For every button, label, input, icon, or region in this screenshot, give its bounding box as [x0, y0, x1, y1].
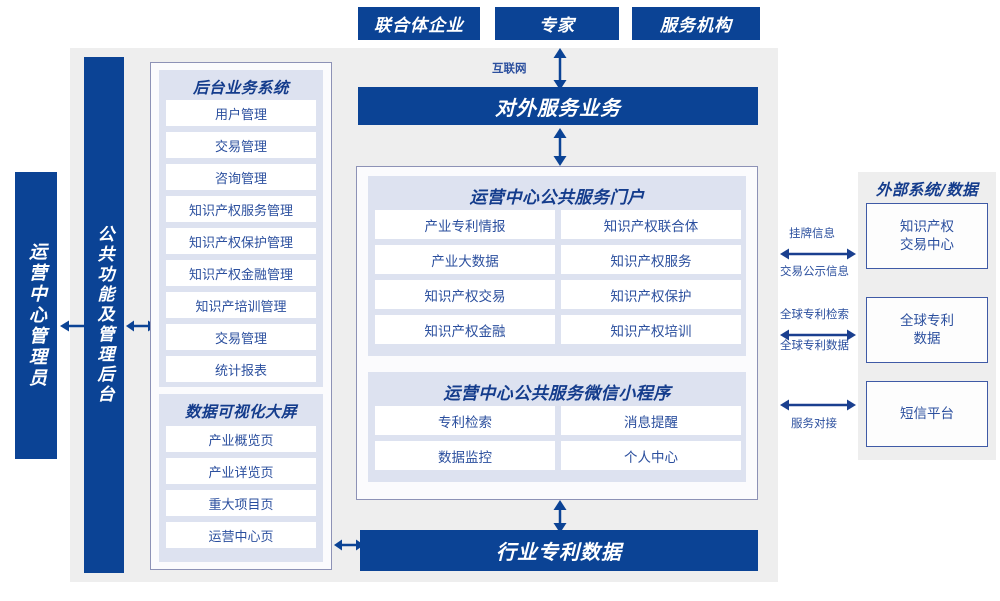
actor-box-service-org[interactable]: 服务机构 — [632, 7, 760, 40]
miniprogram-item-1[interactable]: 消息提醒 — [561, 406, 741, 435]
dataviz-item-2[interactable]: 重大项目页 — [166, 490, 316, 516]
miniprogram-group-title: 运营中心公共服务微信小程序 — [443, 384, 671, 404]
internet-arrow-icon — [553, 48, 567, 90]
backoffice-item-3[interactable]: 知识产权服务管理 — [166, 196, 316, 222]
external-box-ip-exchange-line1: 知识产权 — [900, 218, 954, 235]
backoffice-item-7[interactable]: 交易管理 — [166, 324, 316, 350]
external-systems-title: 外部系统/数据 — [875, 181, 979, 199]
backoffice-group-title: 后台业务系统 — [192, 79, 289, 97]
external-service-bar[interactable]: 对外服务业务 — [358, 87, 758, 125]
portal-item-7[interactable]: 知识产权培训 — [561, 315, 741, 344]
external-link-1-arrow-icon — [780, 329, 856, 341]
external-box-global-patent-data-line2: 数据 — [913, 331, 941, 347]
external-box-global-patent-data[interactable]: 全球专利 数据 — [866, 297, 988, 363]
external-box-sms-platform-line1: 短信平台 — [900, 405, 954, 422]
dataviz-item-3[interactable]: 运营中心页 — [166, 522, 316, 548]
backoffice-item-8[interactable]: 统计报表 — [166, 356, 316, 382]
external-link-0-below-label: 交易公示信息 — [780, 264, 849, 278]
external-link-2-below-label: 服务对接 — [791, 416, 837, 430]
actor-box-consortium[interactable]: 联合体企业 — [358, 7, 480, 40]
external-box-ip-exchange[interactable]: 知识产权 交易中心 — [866, 203, 988, 269]
portal-to-industry-data-arrow-icon — [553, 500, 567, 533]
external-link-2-arrow-icon — [780, 399, 856, 411]
miniprogram-item-0[interactable]: 专利检索 — [375, 406, 555, 435]
miniprogram-item-2[interactable]: 数据监控 — [375, 441, 555, 470]
backoffice-item-5[interactable]: 知识产权金融管理 — [166, 260, 316, 286]
portal-item-4[interactable]: 知识产权交易 — [375, 280, 555, 309]
role-bar-operations-admin-label: 运营中心管理员 — [26, 242, 47, 389]
portal-item-3[interactable]: 知识产权服务 — [561, 245, 741, 274]
portal-item-5[interactable]: 知识产权保护 — [561, 280, 741, 309]
external-link-1-below-label: 全球专利数据 — [780, 338, 849, 352]
miniprogram-item-3[interactable]: 个人中心 — [561, 441, 741, 470]
external-box-sms-platform[interactable]: 短信平台 — [866, 381, 988, 447]
external-link-0-arrow-icon — [780, 248, 856, 260]
portal-item-2[interactable]: 产业大数据 — [375, 245, 555, 274]
external-link-1-above-label: 全球专利检索 — [780, 307, 849, 321]
dataviz-group-title: 数据可视化大屏 — [184, 403, 297, 421]
internet-label: 互联网 — [492, 61, 527, 75]
role-bar-operations-admin[interactable]: 运营中心管理员 — [15, 172, 57, 459]
role-bar-common-backend-label: 公共功能及管理后台 — [93, 225, 114, 405]
dataviz-item-0[interactable]: 产业概览页 — [166, 426, 316, 452]
backoffice-item-2[interactable]: 咨询管理 — [166, 164, 316, 190]
actor-box-expert[interactable]: 专家 — [495, 7, 619, 40]
portal-item-1[interactable]: 知识产权联合体 — [561, 210, 741, 239]
backoffice-item-1[interactable]: 交易管理 — [166, 132, 316, 158]
external-box-global-patent-data-line1: 全球专利 — [900, 312, 954, 329]
backoffice-item-6[interactable]: 知识产培训管理 — [166, 292, 316, 318]
role-bar-common-backend[interactable]: 公共功能及管理后台 — [84, 57, 124, 573]
portal-group-title: 运营中心公共服务门户 — [469, 188, 645, 208]
portal-item-0[interactable]: 产业专利情报 — [375, 210, 555, 239]
portal-item-6[interactable]: 知识产权金融 — [375, 315, 555, 344]
external-box-ip-exchange-line2: 交易中心 — [900, 237, 954, 253]
backoffice-item-4[interactable]: 知识产权保护管理 — [166, 228, 316, 254]
external-link-0-above-label: 挂牌信息 — [789, 226, 835, 240]
industry-patent-data-bar[interactable]: 行业专利数据 — [360, 530, 758, 571]
service-to-portal-arrow-icon — [553, 128, 567, 166]
backoffice-item-0[interactable]: 用户管理 — [166, 100, 316, 126]
dataviz-item-1[interactable]: 产业详览页 — [166, 458, 316, 484]
